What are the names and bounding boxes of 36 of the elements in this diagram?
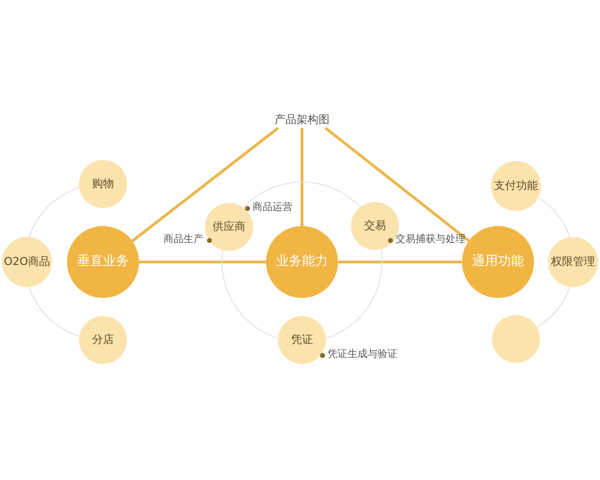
annotation-text: 商品运营 [252, 202, 292, 214]
circle-label: 权限管理 [551, 255, 595, 269]
annotation-text: 交易捕获与处理 [396, 234, 466, 246]
circle-label: 业务能力 [276, 254, 328, 270]
connector-line [300, 128, 304, 226]
topic-circle [278, 316, 326, 364]
circle-label: 购物 [92, 177, 114, 191]
topic-circle [205, 203, 253, 251]
circle-label: 供应商 [212, 220, 246, 234]
circle-label: 分店 [92, 333, 114, 347]
topic-circle [548, 237, 598, 287]
orbit-arc [222, 250, 279, 339]
orbit-arc [325, 249, 382, 339]
topic-circle [79, 160, 127, 208]
connector-line [324, 126, 470, 242]
orbit-arc [28, 187, 80, 238]
topic-circle [491, 161, 541, 211]
orbit-arc [28, 286, 80, 337]
annotation-text: 凭证生成与验证 [328, 349, 398, 361]
annotation-text: 商品生产 [164, 234, 204, 246]
orbit-arc [537, 286, 570, 328]
topic-circle [492, 315, 540, 363]
topic-circle [79, 316, 127, 364]
circle-label: 通用功能 [472, 254, 524, 270]
orbit-arc [538, 197, 570, 238]
connector-line [131, 126, 279, 242]
circle-label: 垂直业务 [77, 254, 129, 270]
connector-line [338, 260, 462, 264]
circle-label: O2O商品 [4, 255, 50, 269]
circle-label: 凭证 [291, 333, 313, 347]
circle-label: 交易 [364, 219, 386, 233]
connector-line [139, 260, 266, 264]
topic-circle [2, 237, 52, 287]
heading-label: 产品架构图 [272, 112, 332, 128]
circle-label: 支付功能 [494, 179, 538, 193]
orbit-arc [242, 182, 361, 208]
